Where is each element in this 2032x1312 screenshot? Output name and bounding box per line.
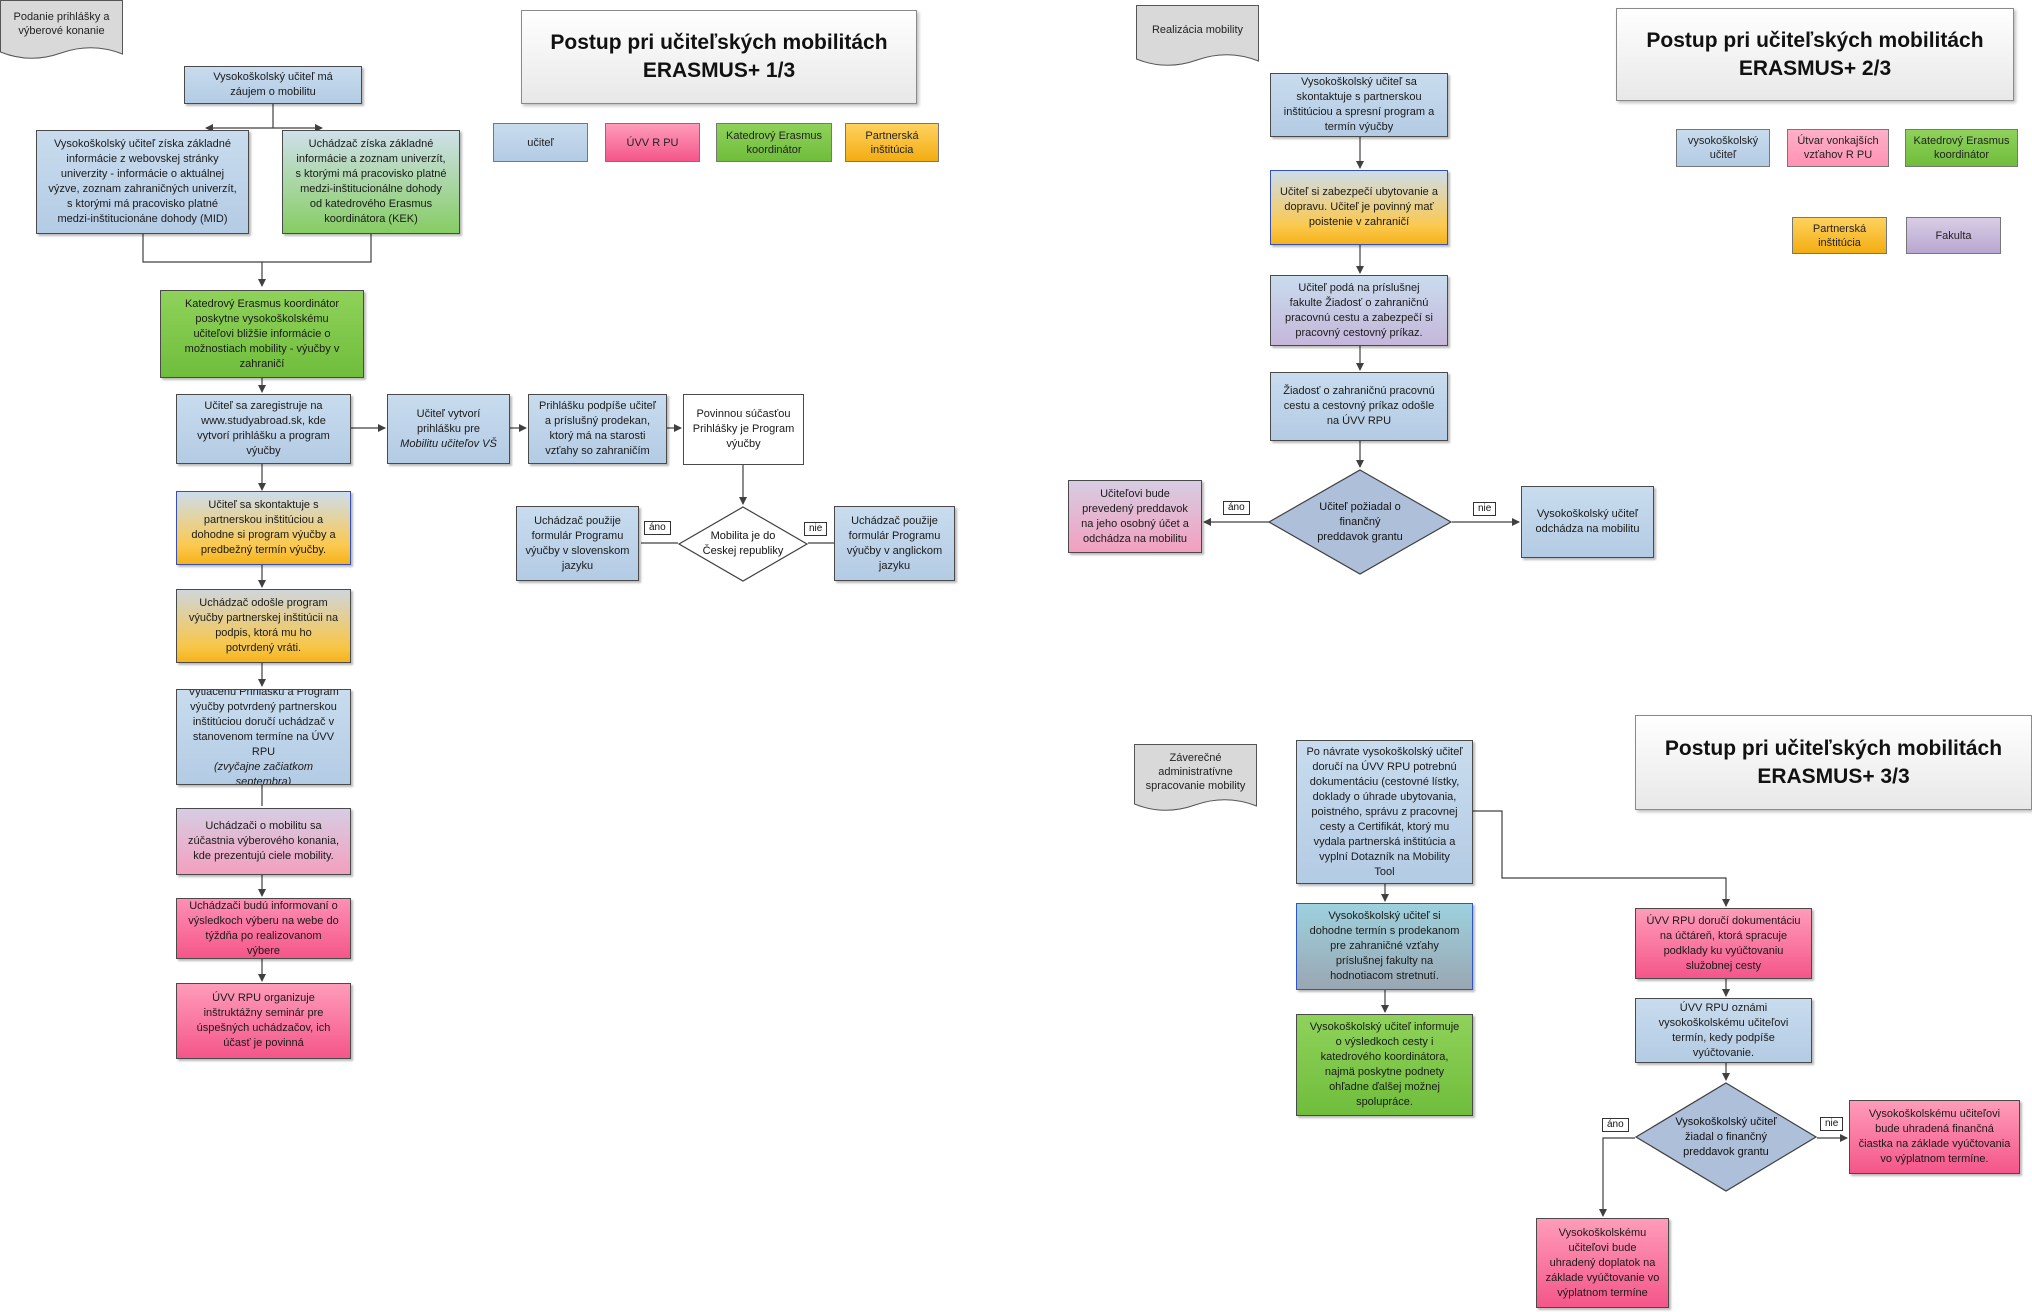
node-koordinator: Katedrový Erasmus koordinátor poskytne v… (160, 290, 364, 378)
title-part-3: Postup pri učiteľských mobilitách ERASMU… (1635, 715, 2032, 810)
label2-ano: áno (1223, 501, 1250, 515)
label3-nie: nie (1820, 1117, 1844, 1131)
section-label-zaverecne: Záverečné administratívne spracovanie mo… (1134, 744, 1257, 814)
node3-termin: Vysokoškolský učiteľ si dohodne termín s… (1296, 903, 1473, 990)
legend-partnerska: Partnerská inštitúcia (845, 123, 939, 162)
node2-preddavok: Učiteľovi bude prevedený preddavok na je… (1068, 480, 1202, 553)
node2-ziadost-odosle: Žiadosť o zahraničnú pracovnú cestu a ce… (1270, 372, 1448, 441)
label3-ano: áno (1602, 1118, 1629, 1132)
node3-informuje: Vysokoškolský učiteľ informuje o výsledk… (1296, 1014, 1473, 1116)
node-odosle-program: Uchádzač odošle program výučby partnersk… (176, 589, 351, 663)
node-web-info: Vysokoškolský učiteľ získa základné info… (36, 130, 249, 234)
legend2-vs-ucitel: vysokoškolský učiteľ (1676, 129, 1770, 167)
node2-skontaktuje: Vysokoškolský učiteľ sa skontaktuje s pa… (1270, 73, 1448, 137)
node3-uctaren: ÚVV RPU doručí dokumentáciu na účtáreň, … (1635, 908, 1812, 979)
node2-ubytovanie: Učiteľ si zabezpečí ubytovanie a dopravu… (1270, 170, 1448, 245)
node-doruci-prihlasku: Vytlačenú Prihlášku a Program výučby pot… (176, 689, 351, 785)
section-label-realizacia: Realizácia mobility (1136, 5, 1259, 69)
title-part-2: Postup pri učiteľských mobilitách ERASMU… (1616, 8, 2014, 101)
title-part-1: Postup pri učiteľských mobilitách ERASMU… (521, 10, 917, 104)
node2-odchadza: Vysokoškolský učiteľ odchádza na mobilit… (1521, 486, 1654, 558)
label2-nie: nie (1473, 502, 1497, 516)
decision2-preddavok: Učiteľ požiadal o finančný preddavok gra… (1268, 469, 1452, 575)
label-nie-1: nie (804, 522, 828, 536)
decision-ceska-republika: Mobilita je do Českej republiky (678, 506, 808, 582)
node-vyberove-konanie: Uchádzači o mobilitu sa zúčastnia výbero… (176, 808, 351, 875)
node3-financna: Vysokoškolskému učiteľovi bude uhradená … (1849, 1100, 2020, 1174)
legend-katedrovy: Katedrový Erasmus koordinátor (716, 123, 832, 162)
legend2-partnerska: Partnerská inštitúcia (1792, 217, 1887, 254)
node-slovensky: Uchádzač použije formulár Programu výučb… (516, 506, 639, 581)
node-povinnou: Povinnou súčasťou Prihlášky je Program v… (683, 394, 804, 465)
node2-ziadost: Učiteľ podá na príslušnej fakulte Žiados… (1270, 275, 1448, 346)
node-kek-info: Uchádzač získa základné informácie a zoz… (282, 130, 460, 234)
node-anglicky: Uchádzač použije formulár Programu výučb… (834, 506, 955, 581)
node-podpise: Prihlášku podpíše učiteľ a príslušný pro… (528, 394, 667, 464)
legend2-fakulta: Fakulta (1906, 217, 2001, 254)
node3-doplatok: Vysokoškolskému učiteľovi bude uhradený … (1536, 1218, 1669, 1308)
legend2-utvar: Útvar vonkajších vzťahov R PU (1787, 129, 1889, 167)
decision3-preddavok: Vysokoškolský učiteľ žiadal o finančný p… (1635, 1082, 1817, 1192)
label-ano-1: áno (644, 521, 671, 535)
node3-navrat: Po návrate vysokoškolský učiteľ doručí n… (1296, 740, 1473, 884)
legend-ucitel: učiteľ (493, 123, 588, 162)
node-skontaktuje: Učiteľ sa skontaktuje s partnerskou inšt… (176, 491, 351, 565)
legend-uvv: ÚVV R PU (605, 123, 700, 162)
legend2-katedrovy: Katedrový Erasmus koordinátor (1905, 129, 2018, 167)
section-label-application: Podanie prihlášky a výberové konanie (0, 0, 123, 62)
node-seminar: ÚVV RPU organizuje inštruktážny seminár … (176, 983, 351, 1059)
node-zaujem: Vysokoškolský učiteľ má záujem o mobilit… (184, 66, 362, 104)
node-informovani: Uchádzači budú informovaní o výsledkoch … (176, 898, 351, 959)
node-registracia: Učiteľ sa zaregistruje na www.studyabroa… (176, 394, 351, 464)
node3-oznami: ÚVV RPU oznámi vysokoškolskému učiteľovi… (1635, 998, 1812, 1063)
